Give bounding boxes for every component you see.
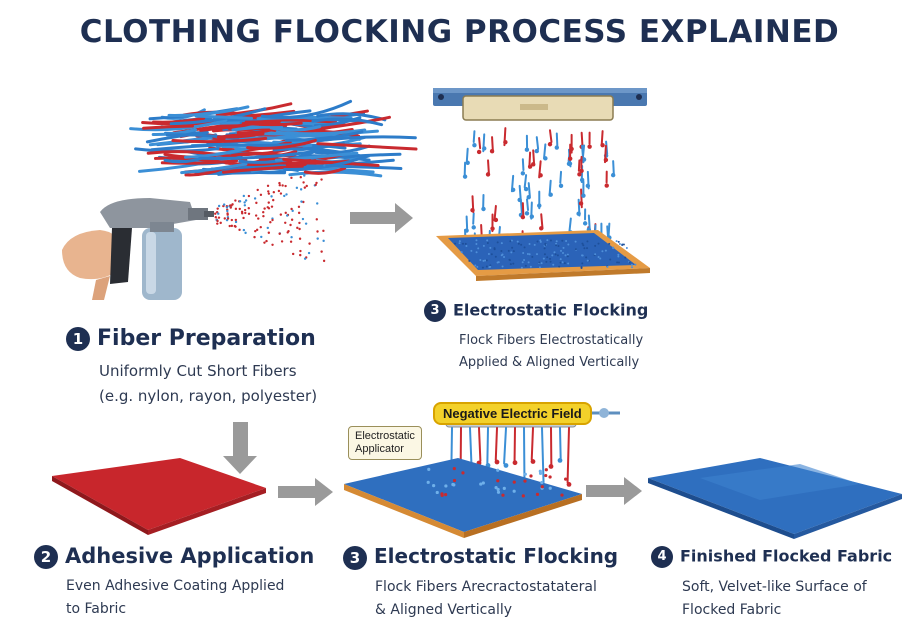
arrow-right-icon: [278, 478, 333, 506]
step-title: Adhesive Application: [65, 544, 315, 568]
step-desc-line2: & Aligned Vertically: [375, 601, 513, 618]
step-number-badge: 4: [651, 546, 673, 568]
arrow-right-icon: [586, 477, 642, 505]
fiber-pile: [129, 99, 418, 178]
step-heading: 1 Fiber Preparation: [66, 326, 317, 351]
negative-field-label: Negative Electric Field: [433, 402, 592, 425]
adhesive-fabric-icon: [52, 458, 266, 535]
step-description: Flock Fibers Electrostatically Applied &…: [459, 330, 648, 374]
step-desc-line2: (e.g. nylon, rayon, polyester): [99, 387, 318, 405]
step-desc-line2: to Fabric: [66, 601, 127, 617]
step-number-badge: 1: [66, 327, 90, 351]
step-title: Finished Flocked Fabric: [680, 546, 893, 566]
spray-gun-icon: [62, 198, 214, 300]
step-number-badge: 2: [34, 545, 58, 569]
step-heading: 4 Finished Flocked Fabric: [651, 546, 892, 568]
flocking-machine-icon: [433, 88, 647, 121]
flocking-fabric-icon: [344, 458, 582, 538]
applicator-label: Electrostatic Applicator: [348, 426, 422, 460]
step-desc-line1: Uniformly Cut Short Fibers: [99, 362, 297, 380]
step-adhesive-application: 2 Adhesive Application Even Adhesive Coat…: [34, 544, 314, 621]
page-title: CLOTHING FLOCKING PROCESS EXPLAINED: [79, 14, 840, 50]
board-texture: [454, 239, 637, 269]
step-electrostatic-flocking-bottom: 3 Electrostatic Flocking Flock Fibers Are…: [343, 544, 618, 622]
step-finished-fabric: 4 Finished Flocked Fabric Soft, Velvet-li…: [651, 546, 892, 622]
fiber-landing: [426, 466, 568, 498]
arrow-down-icon: [223, 422, 257, 474]
applicator-label-line2: Applicator: [355, 443, 404, 455]
finished-fabric-icon: [648, 458, 902, 539]
step-description: Even Adhesive Coating Applied to Fabric: [66, 575, 314, 621]
step-desc-line2: Flocked Fabric: [682, 602, 782, 618]
flock-board-icon: [436, 230, 650, 281]
step-desc-line1: Flock Fibers Electrostatically: [459, 333, 644, 348]
step-fiber-preparation: 1 Fiber Preparation Uniformly Cut Short F…: [66, 326, 317, 409]
step-description: Flock Fibers Arecractostatateral & Align…: [375, 576, 618, 622]
step-desc-line1: Flock Fibers Arecractostatateral: [375, 578, 597, 595]
step-desc-line1: Even Adhesive Coating Applied: [66, 578, 285, 594]
falling-fibers: [462, 127, 616, 250]
step-desc-line1: Soft, Velvet-like Surface of: [682, 579, 867, 595]
step-heading: 2 Adhesive Application: [34, 544, 314, 569]
step-title: Fiber Preparation: [97, 326, 316, 351]
step-description: Uniformly Cut Short Fibers (e.g. nylon, …: [99, 359, 317, 409]
applicator-label-line1: Electrostatic: [355, 430, 415, 442]
arrow-right-icon: [350, 203, 413, 233]
step-heading: 3 Electrostatic Flocking: [343, 544, 618, 570]
step-title: Electrostatic Flocking: [374, 544, 619, 568]
step-electrostatic-flocking-top: 3 Electrostatic Flocking Flock Fibers Ele…: [424, 300, 648, 374]
step-desc-line2: Applied & Aligned Vertically: [459, 355, 640, 370]
step-number-badge: 3: [424, 300, 446, 322]
step-number-badge: 3: [343, 545, 367, 570]
step-heading: 3 Electrostatic Flocking: [424, 300, 648, 322]
step-description: Soft, Velvet-like Surface of Flocked Fab…: [682, 576, 892, 622]
spray-mist: [214, 164, 326, 263]
step-title: Electrostatic Flocking: [453, 300, 649, 320]
